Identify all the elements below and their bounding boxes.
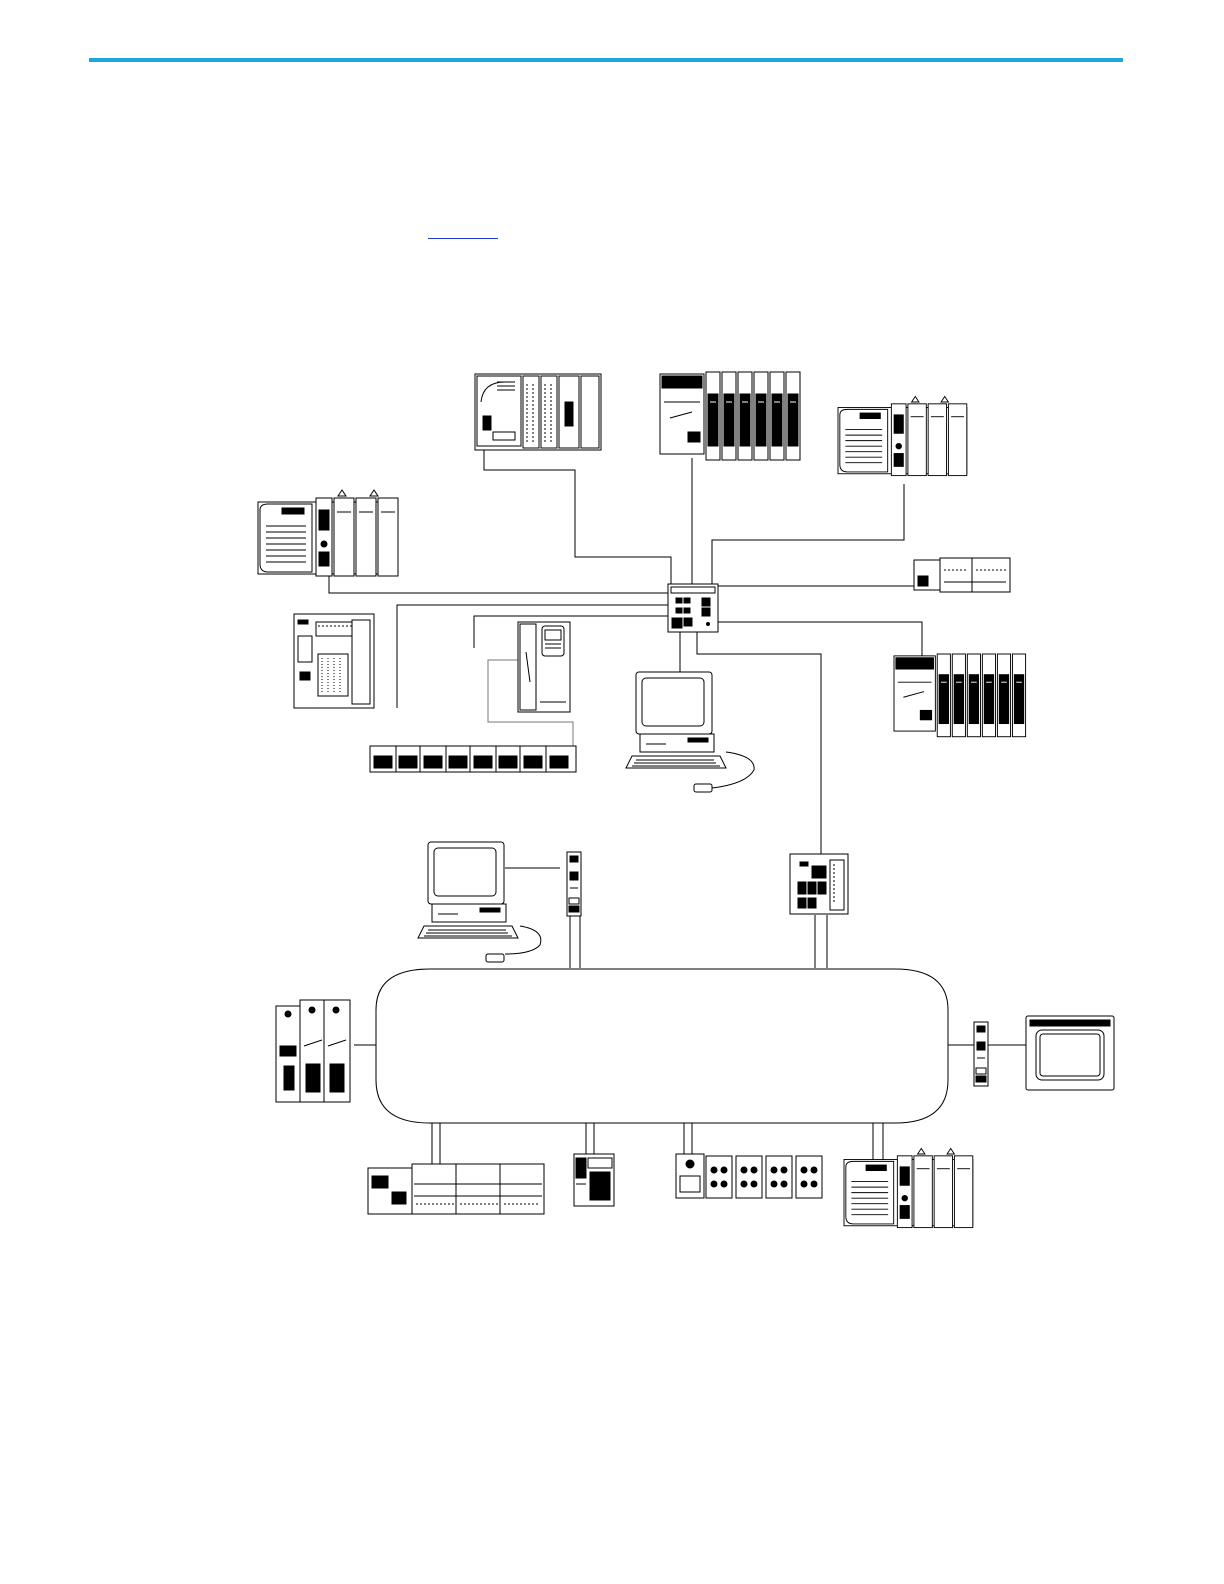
- hmi-terminal: [1026, 1016, 1114, 1090]
- powerflex-drive: [518, 622, 570, 712]
- ring-tap-top: [567, 852, 581, 916]
- controllogix-chassis-bottom-right: [844, 1148, 973, 1227]
- workstation-ring: [418, 842, 518, 962]
- connection-lines: [329, 448, 1026, 1166]
- io-block-bottom-left: [368, 1164, 544, 1214]
- io-adapter-left: [294, 614, 374, 708]
- io-adapter-bottom: [574, 1154, 614, 1206]
- ring-tap-right: [974, 1022, 988, 1086]
- workstation-top: [626, 672, 754, 792]
- controllogix-chassis-top-right: [838, 396, 967, 475]
- compact5000-io-right: [894, 654, 1026, 737]
- stratix-switch-central: [668, 584, 718, 632]
- point-io-rack: [370, 746, 576, 772]
- controllogix-chassis-left: [258, 490, 398, 576]
- compact5000-io-top: [660, 372, 800, 460]
- ring-switch: [790, 854, 848, 914]
- micro-controller-right: [914, 558, 1010, 592]
- armor-block-io: [676, 1154, 822, 1198]
- compact-controller-top: [475, 374, 601, 450]
- servo-drives: [276, 1000, 350, 1102]
